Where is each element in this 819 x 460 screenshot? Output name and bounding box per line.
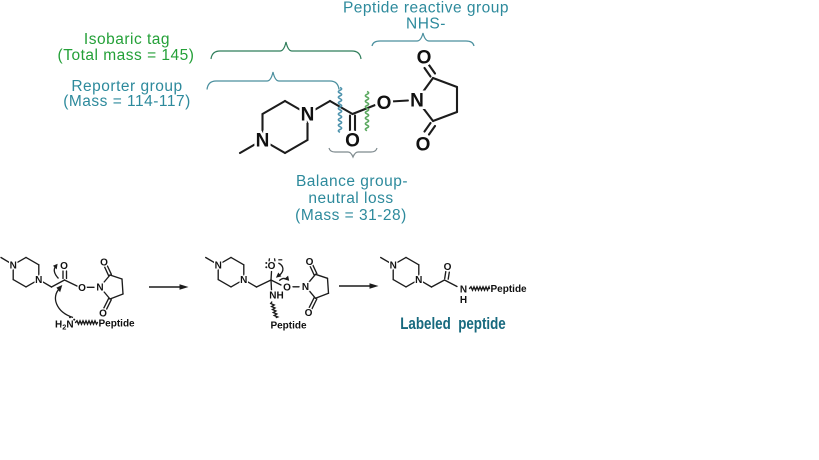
svg-text:Peptide: Peptide <box>270 321 307 332</box>
svg-text:(Mass = 31-28): (Mass = 31-28) <box>295 207 407 224</box>
svg-text:O: O <box>417 48 432 69</box>
svg-text:N: N <box>410 91 424 112</box>
svg-text:NHS-: NHS- <box>406 16 446 33</box>
svg-text:O: O <box>78 283 86 294</box>
svg-text:N: N <box>215 260 222 271</box>
svg-text:O: O <box>283 283 291 294</box>
svg-text:H2N: H2N <box>55 320 74 332</box>
svg-text:N: N <box>390 260 397 271</box>
svg-text:N: N <box>301 105 315 126</box>
svg-text:Peptide: Peptide <box>491 284 528 295</box>
svg-text:Reporter group: Reporter group <box>71 78 182 95</box>
svg-text:N: N <box>302 282 309 293</box>
svg-text:N: N <box>256 131 270 152</box>
svg-text:O: O <box>377 93 392 114</box>
svg-text:H: H <box>460 295 467 306</box>
svg-text:O: O <box>100 258 108 269</box>
svg-text:N: N <box>35 275 42 286</box>
svg-text:N: N <box>460 285 467 296</box>
svg-text:(Mass = 114-117): (Mass = 114-117) <box>63 93 191 110</box>
svg-text:N: N <box>96 283 103 294</box>
svg-text:Isobaric tag: Isobaric tag <box>84 31 170 48</box>
svg-text:O: O <box>416 135 431 156</box>
svg-text:NH: NH <box>269 291 283 302</box>
svg-text:O: O <box>268 261 276 272</box>
svg-text:O: O <box>444 262 452 273</box>
svg-text:O: O <box>306 257 314 268</box>
svg-text:(Total mass = 145): (Total mass = 145) <box>58 47 195 64</box>
svg-text:N: N <box>10 260 17 271</box>
svg-text:neutral loss: neutral loss <box>308 190 393 207</box>
svg-text:O: O <box>60 261 68 272</box>
svg-text:Peptide reactive group: Peptide reactive group <box>343 0 509 17</box>
svg-text:O: O <box>345 131 360 152</box>
svg-text:O: O <box>305 308 313 319</box>
svg-text:Labeled peptide: Labeled peptide <box>400 314 506 333</box>
svg-text:Balance group-: Balance group- <box>296 173 408 190</box>
svg-text:N: N <box>240 275 247 286</box>
svg-text:O: O <box>99 309 107 320</box>
svg-text:Peptide: Peptide <box>99 319 136 330</box>
svg-text:N: N <box>415 275 422 286</box>
